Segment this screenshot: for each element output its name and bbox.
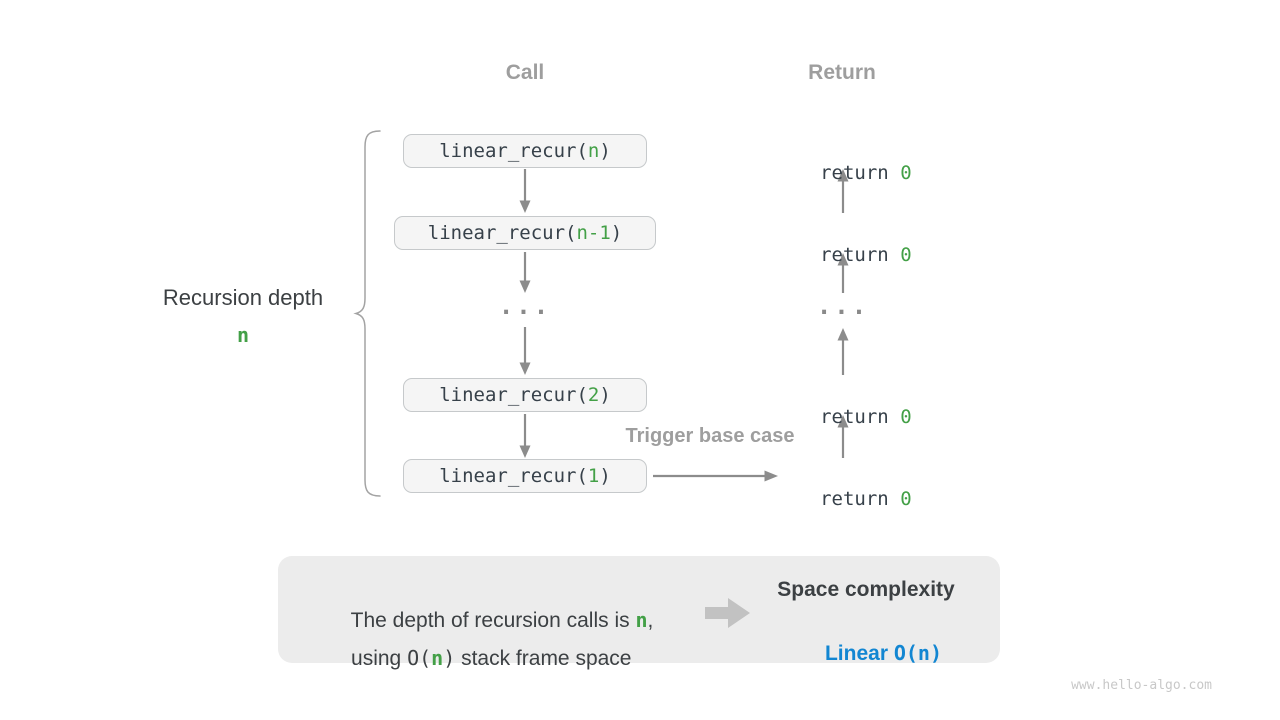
summary-box: The depth of recursion calls is n, using… — [278, 556, 1000, 670]
watermark: www.hello-algo.com — [1071, 678, 1212, 693]
return-column-header: Return — [808, 61, 876, 84]
call-arrow-down-4 — [519, 414, 531, 458]
call-box-2: linear_recur(2) — [403, 378, 647, 412]
call-arrow-down-1 — [519, 169, 531, 213]
implies-arrow-icon — [705, 598, 750, 628]
space-complexity-value: Linear O(n) — [824, 641, 943, 665]
return-ellipsis: ... — [816, 292, 870, 320]
call-ellipsis: ... — [498, 292, 552, 320]
summary-line-1: The depth of recursion calls is n, — [350, 608, 654, 632]
space-complexity-title: Space complexity — [777, 578, 955, 601]
recursion-depth-value: n — [236, 323, 250, 347]
call-arrow-down-2 — [519, 252, 531, 293]
trigger-base-case-label: Trigger base case — [625, 425, 795, 447]
return-row-3: return 0 — [820, 406, 912, 428]
return-row-4: return 0 — [820, 488, 912, 510]
call-column-header: Call — [505, 61, 545, 84]
call-arrow-down-3 — [519, 327, 531, 375]
return-row-1: return 0 — [820, 162, 912, 184]
return-row-2: return 0 — [820, 244, 912, 266]
recursion-depth-label: Recursion depth — [162, 285, 324, 310]
call-box-1: linear_recur(1) — [403, 459, 647, 493]
depth-brace — [353, 130, 381, 497]
return-arrow-up-3 — [837, 328, 849, 375]
summary-line-2: using O(n) stack frame space — [351, 646, 632, 670]
call-box-n: linear_recur(n) — [403, 134, 647, 168]
call-box-n-1: linear_recur(n-1) — [394, 216, 656, 250]
